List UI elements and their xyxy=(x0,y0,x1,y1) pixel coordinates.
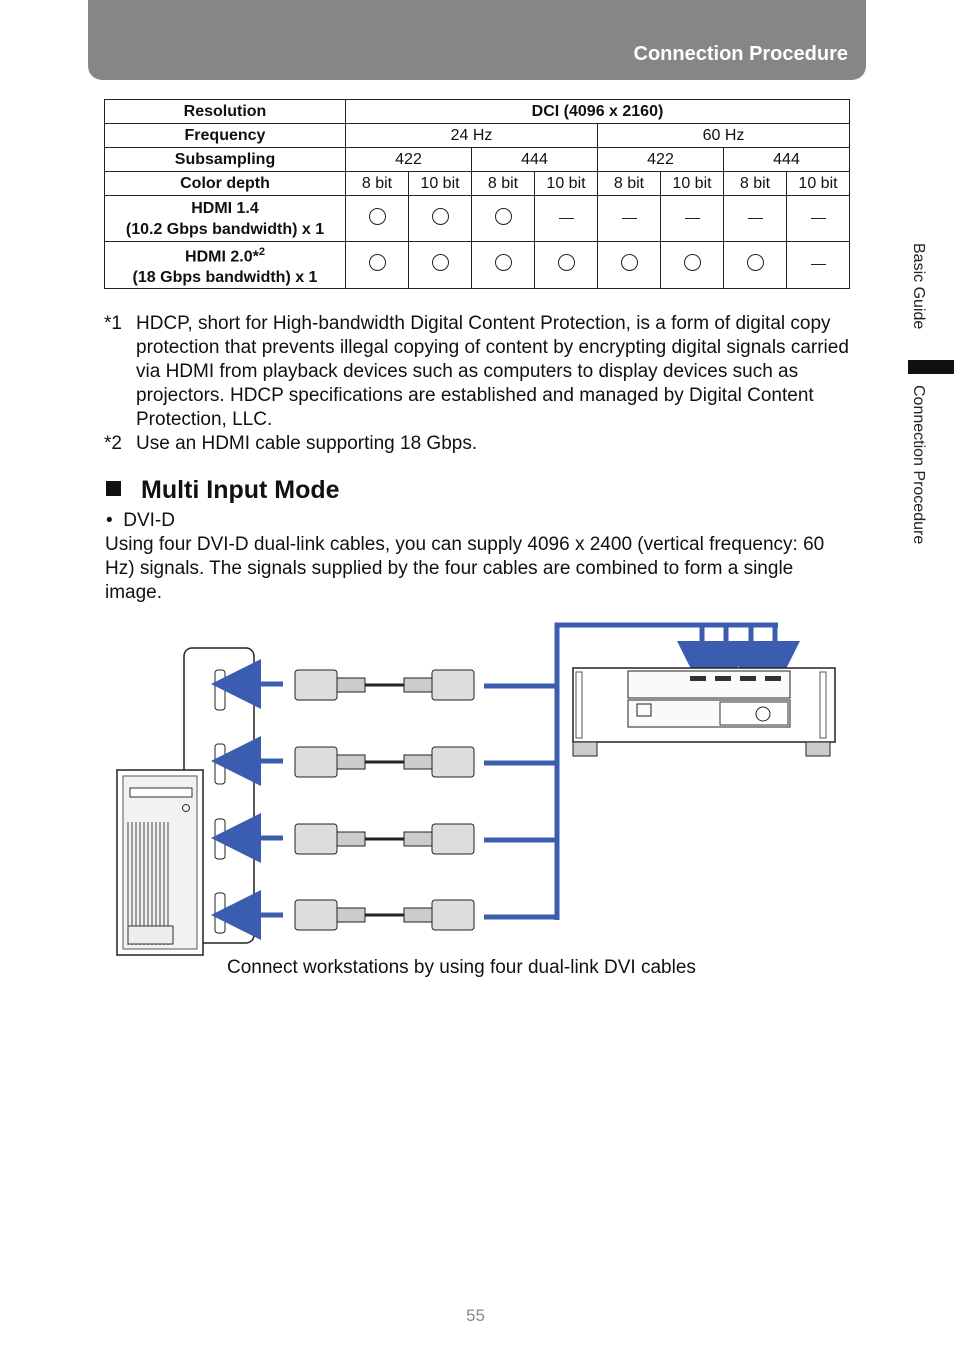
subsampling-cell: 444 xyxy=(471,147,598,172)
row-header-subsampling: Subsampling xyxy=(104,147,346,172)
dvi-cable xyxy=(294,746,475,778)
unsupported-dash-icon xyxy=(810,264,826,266)
hdmi14-name: HDMI 1.4 xyxy=(191,199,259,217)
workstation-icon xyxy=(116,647,255,956)
unsupported-dash-icon xyxy=(558,217,574,219)
support-cell xyxy=(345,195,409,242)
section-title: Multi Input Mode xyxy=(141,476,340,504)
page-number: 55 xyxy=(466,1306,485,1325)
supported-circle-icon xyxy=(368,207,386,225)
subsampling-cell: 422 xyxy=(597,147,724,172)
unsupported-dash-icon xyxy=(747,217,763,219)
dvi-cable xyxy=(294,823,475,855)
projector-icon xyxy=(572,667,836,757)
supported-circle-icon xyxy=(494,254,512,272)
signal-lines xyxy=(211,622,800,940)
row-header-frequency: Frequency xyxy=(104,123,346,148)
unsupported-dash-icon xyxy=(684,217,700,219)
body-paragraph: Using four DVI-D dual-link cables, you c… xyxy=(105,534,825,603)
footnote-1: *1 HDCP, short for High-bandwidth Digita… xyxy=(104,312,854,432)
footnote-mark: *2 xyxy=(104,433,122,454)
subsampling-cell: 444 xyxy=(723,147,850,172)
supported-circle-icon xyxy=(368,254,386,272)
hdmi20-footnote-ref: 2 xyxy=(258,246,265,258)
header-title: Connection Procedure xyxy=(633,43,848,65)
supported-circle-icon xyxy=(494,207,512,225)
supported-circle-icon xyxy=(746,254,764,272)
supported-circle-icon xyxy=(683,254,701,272)
footnote-text: HDCP, short for High-bandwidth Digital C… xyxy=(136,313,849,430)
page-header: Connection Procedure xyxy=(88,0,866,80)
support-cell xyxy=(786,195,850,242)
dvi-cable xyxy=(294,669,475,701)
depth-cell: 8 bit xyxy=(345,171,409,196)
unsupported-dash-icon xyxy=(810,217,826,219)
hdmi20-name: HDMI 2.0* xyxy=(185,248,259,266)
square-bullet-icon xyxy=(106,481,121,496)
depth-cell: 10 bit xyxy=(534,171,598,196)
hdmi20-bandwidth: (18 Gbps bandwidth) x 1 xyxy=(132,269,318,287)
side-nav-active-marker xyxy=(908,360,954,374)
support-cell xyxy=(660,240,724,290)
row-header-hdmi20: HDMI 2.0*2 (18 Gbps bandwidth) x 1 xyxy=(104,240,346,290)
depth-cell: 8 bit xyxy=(471,171,535,196)
depth-cell: 10 bit xyxy=(786,171,850,196)
freq-24: 24 Hz xyxy=(345,123,598,148)
support-cell xyxy=(786,240,850,290)
footnote-mark: *1 xyxy=(104,313,122,334)
row-header-hdmi14: HDMI 1.4 (10.2 Gbps bandwidth) x 1 xyxy=(104,195,346,242)
supported-circle-icon xyxy=(431,207,449,225)
depth-cell: 10 bit xyxy=(408,171,472,196)
bullet-text: DVI-D xyxy=(123,510,175,531)
supported-circle-icon xyxy=(557,254,575,272)
subsampling-cell: 422 xyxy=(345,147,472,172)
support-cell xyxy=(534,240,598,290)
unsupported-dash-icon xyxy=(621,217,637,219)
footnote-text: Use an HDMI cable supporting 18 Gbps. xyxy=(136,433,478,454)
side-nav-connection-procedure[interactable]: Connection Procedure xyxy=(910,385,927,545)
section-heading: Multi Input Mode xyxy=(106,476,340,505)
dvi-cable xyxy=(294,899,475,931)
support-cell xyxy=(534,195,598,242)
hdmi14-bandwidth: (10.2 Gbps bandwidth) x 1 xyxy=(125,220,325,238)
bullet-item: • DVI-D xyxy=(106,510,175,532)
bullet-dot-icon: • xyxy=(106,510,113,531)
footnote-2: *2 Use an HDMI cable supporting 18 Gbps. xyxy=(104,432,854,456)
row-header-color-depth: Color depth xyxy=(104,171,346,196)
diagram-caption: Connect workstations by using four dual-… xyxy=(227,957,696,978)
hdmi-support-table: Resolution DCI (4096 x 2160) Frequency 2… xyxy=(104,99,850,290)
support-cell xyxy=(597,240,661,290)
freq-60: 60 Hz xyxy=(597,123,850,148)
row-header-resolution: Resolution xyxy=(104,99,346,124)
footnotes: *1 HDCP, short for High-bandwidth Digita… xyxy=(104,312,854,456)
supported-circle-icon xyxy=(431,254,449,272)
supported-circle-icon xyxy=(620,254,638,272)
side-nav-basic-guide[interactable]: Basic Guide xyxy=(910,243,927,330)
